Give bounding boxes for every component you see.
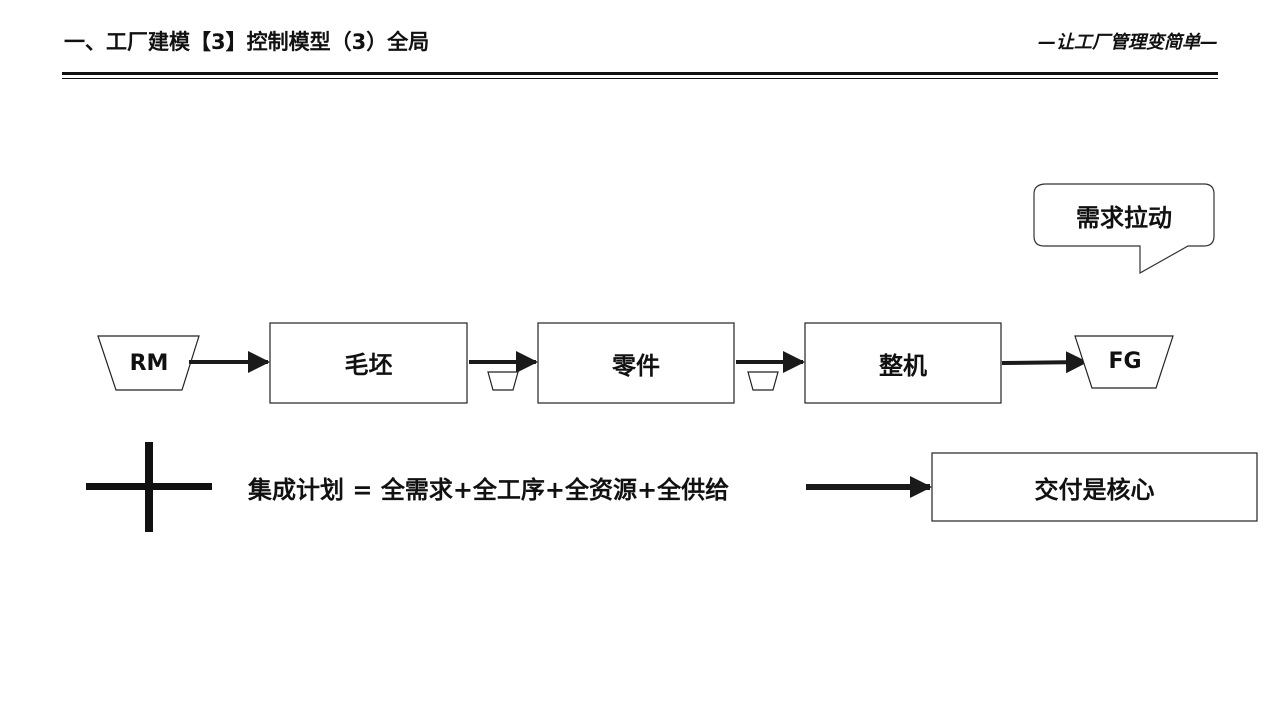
result-label: 交付是核心	[1034, 475, 1155, 504]
raw-material-stock-shape	[97, 335, 200, 391]
process-label-part: 零件	[612, 351, 660, 380]
page-title: 一、工厂建模【3】控制模型（3）全局	[64, 30, 430, 54]
demand-pull-callout	[1033, 183, 1215, 275]
buffer-stock-icon-1	[487, 371, 519, 391]
header-slogan: —让工厂管理变简单—	[1038, 32, 1218, 53]
process-box-machine	[804, 322, 1002, 404]
integrated-plan-formula: 集成计划 = 全需求+全工序+全资源+全供给	[248, 476, 730, 504]
process-box-part	[537, 322, 735, 404]
plus-sign-vertical	[145, 442, 153, 532]
arrow-machine-to-fg	[1001, 351, 1088, 374]
finished-goods-stock-shape	[1074, 335, 1174, 389]
process-box-blank	[269, 322, 468, 404]
header-divider-thick	[62, 72, 1218, 75]
result-box	[931, 452, 1258, 522]
process-label-blank: 毛坯	[344, 350, 393, 379]
header-divider-thin	[62, 78, 1218, 79]
finished-goods-label: FG	[1108, 348, 1142, 374]
demand-pull-label: 需求拉动	[1076, 203, 1172, 232]
buffer-stock-icon-2	[747, 371, 779, 391]
raw-material-label: RM	[129, 350, 169, 376]
process-label-machine: 整机	[879, 351, 927, 380]
